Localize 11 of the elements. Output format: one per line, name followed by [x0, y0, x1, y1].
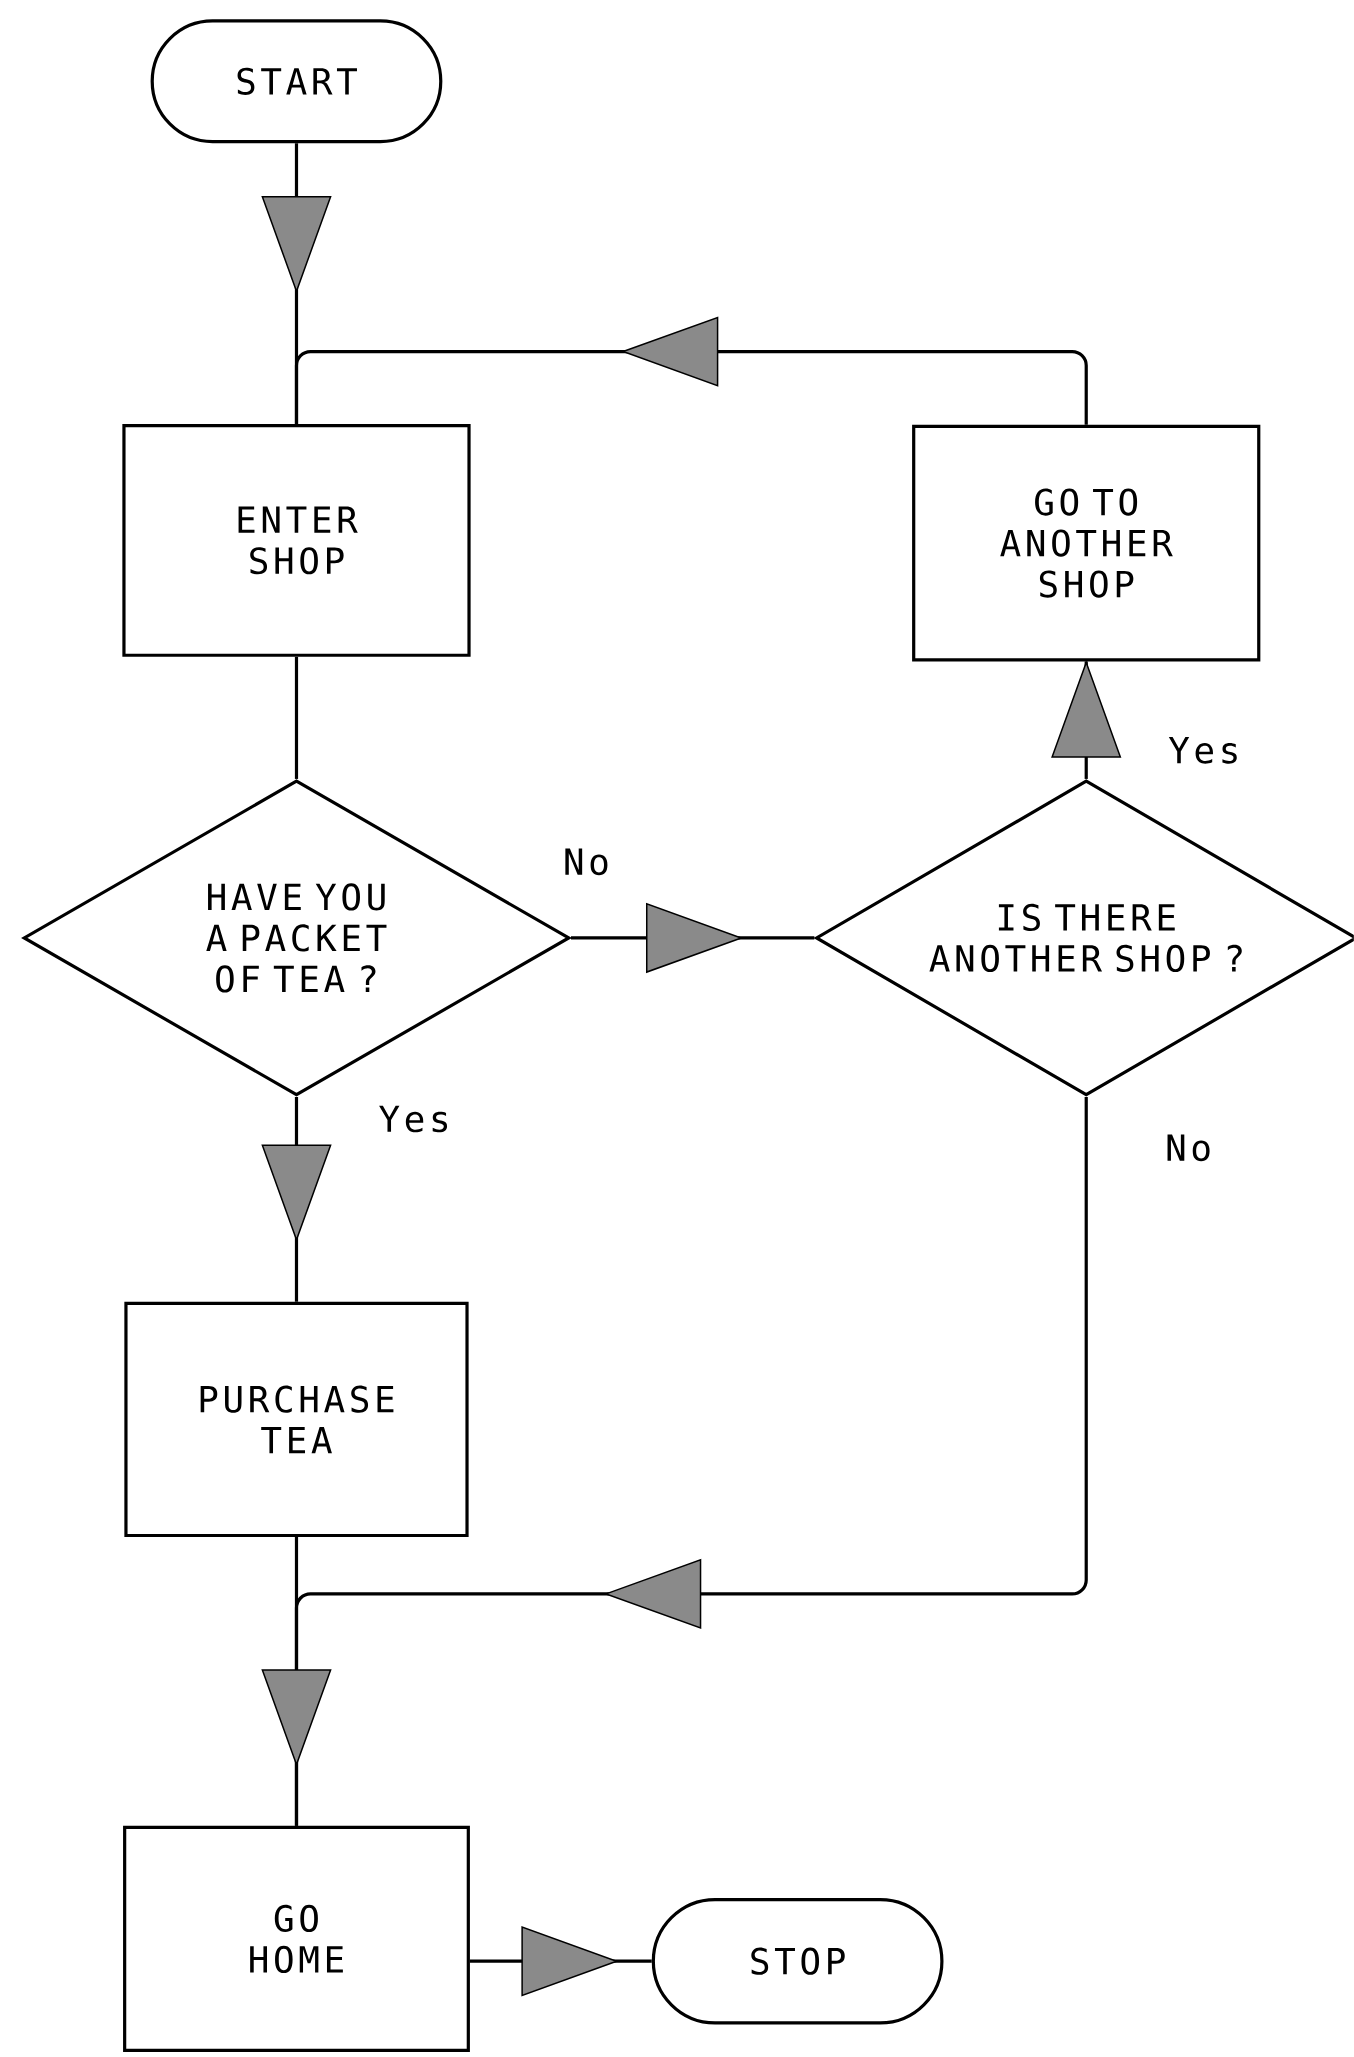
edge-label: No	[1163, 1132, 1215, 1164]
process-box: ENTER SHOP	[122, 424, 471, 657]
process-box: GO TO ANOTHER SHOP	[912, 424, 1261, 662]
arrow	[261, 1097, 332, 1302]
edge-label: Yes	[1166, 735, 1243, 766]
process-box: PURCHASE TEA	[124, 1301, 469, 1538]
arrow	[470, 1926, 652, 1997]
process-box: GO HOME	[123, 1825, 470, 2052]
edge-label: Yes	[376, 1103, 453, 1135]
arrow	[294, 316, 1088, 425]
arrow	[261, 1537, 332, 1826]
